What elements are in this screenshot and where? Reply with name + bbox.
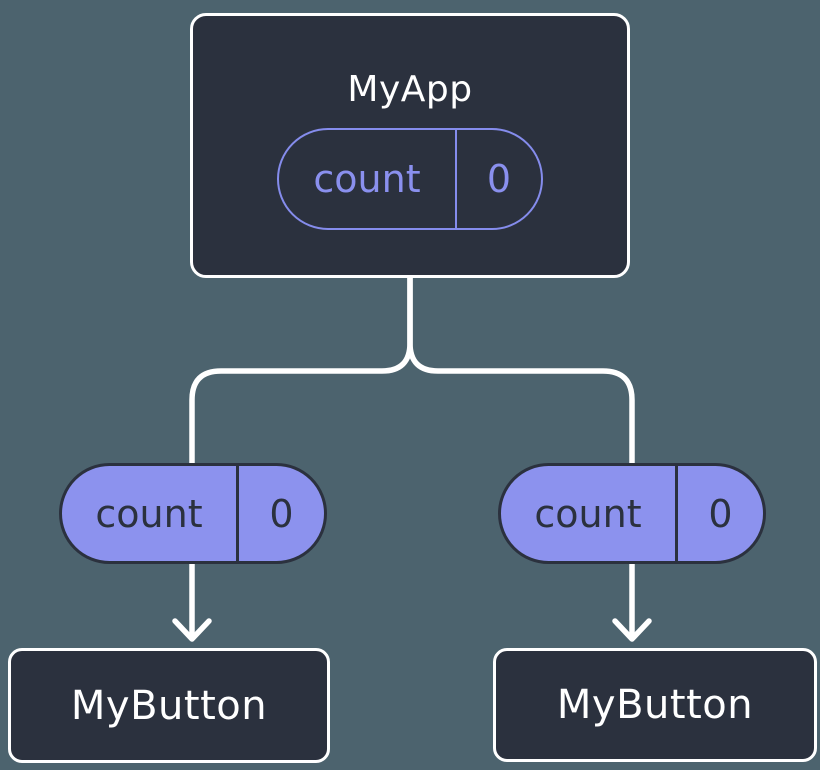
node-title: MyButton: [70, 682, 268, 729]
prop-name: count: [534, 491, 642, 536]
node-title: MyButton: [556, 682, 754, 728]
right-arrow-head: [612, 618, 652, 642]
root-state-pill: count 0: [277, 128, 543, 230]
fork-connector-right: [407, 271, 635, 473]
prop-name: count: [95, 491, 203, 536]
state-name: count: [313, 157, 421, 201]
left-prop-pill: count 0: [59, 463, 327, 564]
prop-value: 0: [675, 466, 763, 561]
node-title: MyApp: [347, 69, 473, 110]
node-mybutton-right: MyButton: [493, 648, 817, 762]
node-mybutton-left: MyButton: [8, 648, 330, 763]
fork-connector-left: [189, 271, 413, 473]
prop-value: 0: [236, 466, 324, 561]
right-prop-pill: count 0: [498, 463, 766, 564]
state-value: 0: [455, 130, 541, 228]
node-myapp: MyApp count 0: [190, 13, 630, 278]
left-arrow-head: [172, 618, 212, 642]
